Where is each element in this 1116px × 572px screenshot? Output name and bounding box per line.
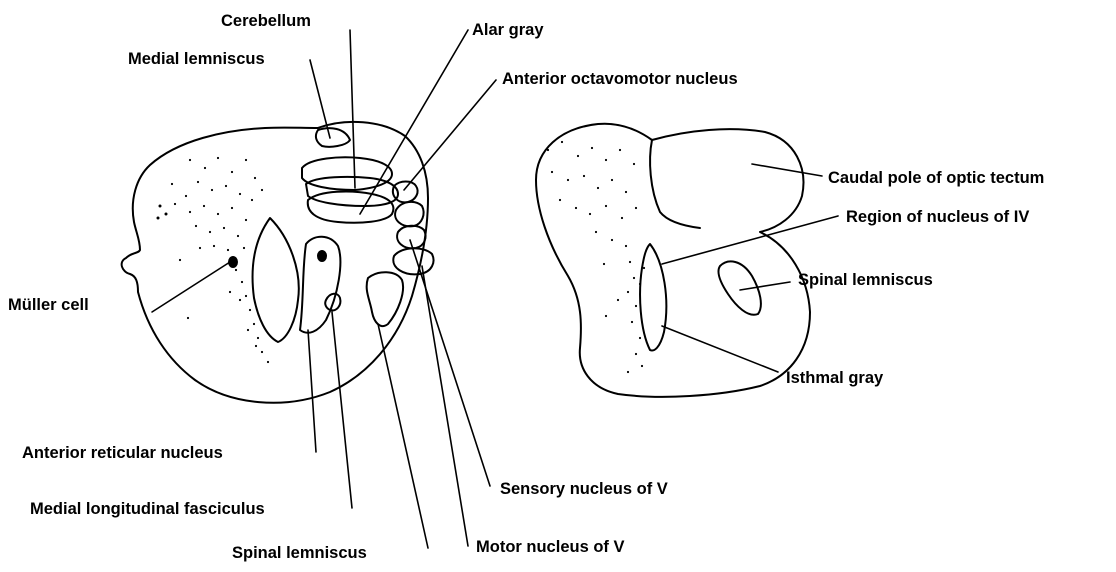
nucleus-chain-2 xyxy=(395,202,423,226)
label-motor-nucleus-of-v: Motor nucleus of V xyxy=(476,538,625,556)
caudal-pole-of-optic-tectum xyxy=(650,140,700,228)
label-spinal-lemniscus-right: Spinal lemniscus xyxy=(798,271,933,289)
label-medial-lemniscus: Medial lemniscus xyxy=(128,50,265,68)
alar-gray-region xyxy=(308,192,394,223)
leader-mlf xyxy=(332,312,352,508)
leader-motor-nucleus-v xyxy=(422,266,468,546)
fourth-ventricle xyxy=(253,218,299,342)
label-caudal-pole-of-optic-tectum: Caudal pole of optic tectum xyxy=(828,169,1044,187)
label-anterior-octavomotor-nucleus: Anterior octavomotor nucleus xyxy=(502,70,738,88)
medial-lemniscus-region xyxy=(316,128,350,147)
leader-spinal-lemniscus-right xyxy=(740,282,790,290)
label-region-of-nucleus-of-iv: Region of nucleus of IV xyxy=(846,208,1029,226)
leader-spinal-lemniscus-left xyxy=(378,324,428,548)
spinal-lemniscus-region xyxy=(367,272,403,326)
label-spinal-lemniscus-left: Spinal lemniscus xyxy=(232,544,367,562)
cerebellum-upper-lobe xyxy=(302,157,392,190)
label-sensory-nucleus-of-v: Sensory nucleus of V xyxy=(500,480,668,498)
anterior-octavomotor-nucleus xyxy=(393,182,418,203)
leader-isthmal-gray xyxy=(662,326,778,372)
label-muller-cell: Müller cell xyxy=(8,296,89,314)
labels: Cerebellum Medial lemniscus Alar gray An… xyxy=(8,12,1044,562)
label-medial-longitudinal-fasciculus: Medial longitudinal fasciculus xyxy=(30,500,265,518)
leader-sensory-nucleus-v xyxy=(410,240,490,486)
leader-anterior-reticular xyxy=(308,330,316,452)
leader-caudal-pole-tectum xyxy=(752,164,822,176)
right-ventricle xyxy=(640,244,666,350)
leader-muller-cell xyxy=(152,262,230,312)
label-anterior-reticular-nucleus: Anterior reticular nucleus xyxy=(22,444,223,462)
leader-alar-gray xyxy=(360,30,468,214)
muller-cell-body-right xyxy=(317,250,327,262)
leader-region-nucleus-iv xyxy=(662,216,838,264)
label-cerebellum: Cerebellum xyxy=(221,12,311,30)
leader-cerebellum xyxy=(350,30,355,188)
label-alar-gray: Alar gray xyxy=(472,21,544,39)
left-stipple xyxy=(157,157,270,363)
leader-anterior-octavomotor xyxy=(404,80,496,190)
right-stipple xyxy=(547,141,645,373)
label-isthmal-gray: Isthmal gray xyxy=(786,369,884,387)
leader-lines xyxy=(152,30,838,548)
